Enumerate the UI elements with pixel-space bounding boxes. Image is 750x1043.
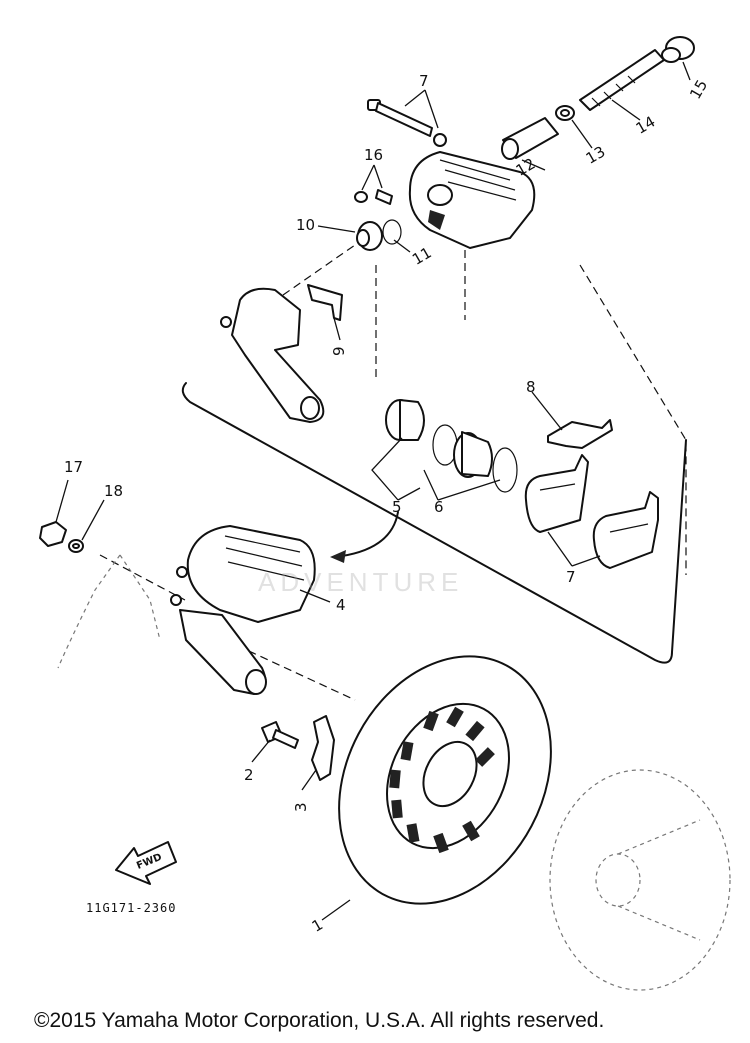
part-16-bleeder	[354, 189, 393, 205]
callout-11: 11	[409, 244, 435, 269]
dashed-guide-3	[579, 264, 687, 575]
dashed-guide-6	[99, 554, 186, 601]
callout-2: 2	[244, 766, 254, 784]
assembly-arrow	[341, 511, 399, 557]
part-17-nut	[39, 521, 67, 547]
callout-16: 16	[364, 146, 383, 164]
callout-17: 17	[64, 458, 83, 476]
part-15-cap	[661, 36, 695, 63]
caliper-body-upper	[408, 151, 536, 249]
part-7-brake-pad-b	[592, 491, 659, 569]
part-4-caliper-assembly	[170, 525, 316, 695]
callout-14: 14	[633, 113, 659, 138]
leader-lines	[55, 61, 691, 921]
dashed-guide-5	[224, 639, 356, 701]
part-10-bushing	[356, 221, 383, 251]
part-11-o-ring	[382, 219, 402, 245]
part-3-lock-washer	[311, 715, 335, 781]
callout-10: 10	[296, 216, 315, 234]
callout-7-bottom: 7	[566, 568, 576, 586]
callout-15: 15	[686, 77, 711, 103]
callout-7-top: 7	[419, 72, 429, 90]
part-6-seals	[432, 424, 518, 493]
part-7-pin-bolt	[367, 99, 447, 147]
wheel-hub-outline	[549, 769, 731, 991]
callout-6: 6	[434, 498, 444, 516]
part-18-washer	[68, 539, 84, 553]
part-13-washer	[555, 105, 575, 121]
group-outline	[181, 382, 687, 664]
copyright-footer: ©2015 Yamaha Motor Corporation, U.S.A. A…	[34, 1009, 605, 1032]
frame-outline	[57, 554, 161, 669]
part-14-bolt	[579, 49, 665, 111]
callout-13: 13	[583, 143, 609, 168]
callout-5: 5	[392, 498, 402, 516]
dashed-guide-4	[282, 244, 356, 296]
part-8-pad-spring	[547, 419, 613, 449]
part-5-piston	[385, 399, 425, 441]
caliper-bracket-upper	[220, 287, 325, 423]
part-7-brake-pad-a	[524, 454, 589, 533]
part-code: 11G171-2360	[86, 901, 176, 915]
part-9-shim	[307, 284, 343, 321]
callout-18: 18	[104, 482, 123, 500]
callout-3: 3	[292, 802, 310, 812]
callout-4: 4	[336, 596, 346, 614]
part-1-brake-disc	[338, 655, 552, 905]
callout-9: 9	[330, 346, 348, 356]
part-12-sleeve	[501, 117, 559, 160]
part-2-bolt	[261, 721, 299, 749]
callout-8: 8	[526, 378, 536, 396]
assembly-arrowhead	[330, 550, 346, 563]
forward-arrow-icon: FWD	[115, 841, 177, 885]
